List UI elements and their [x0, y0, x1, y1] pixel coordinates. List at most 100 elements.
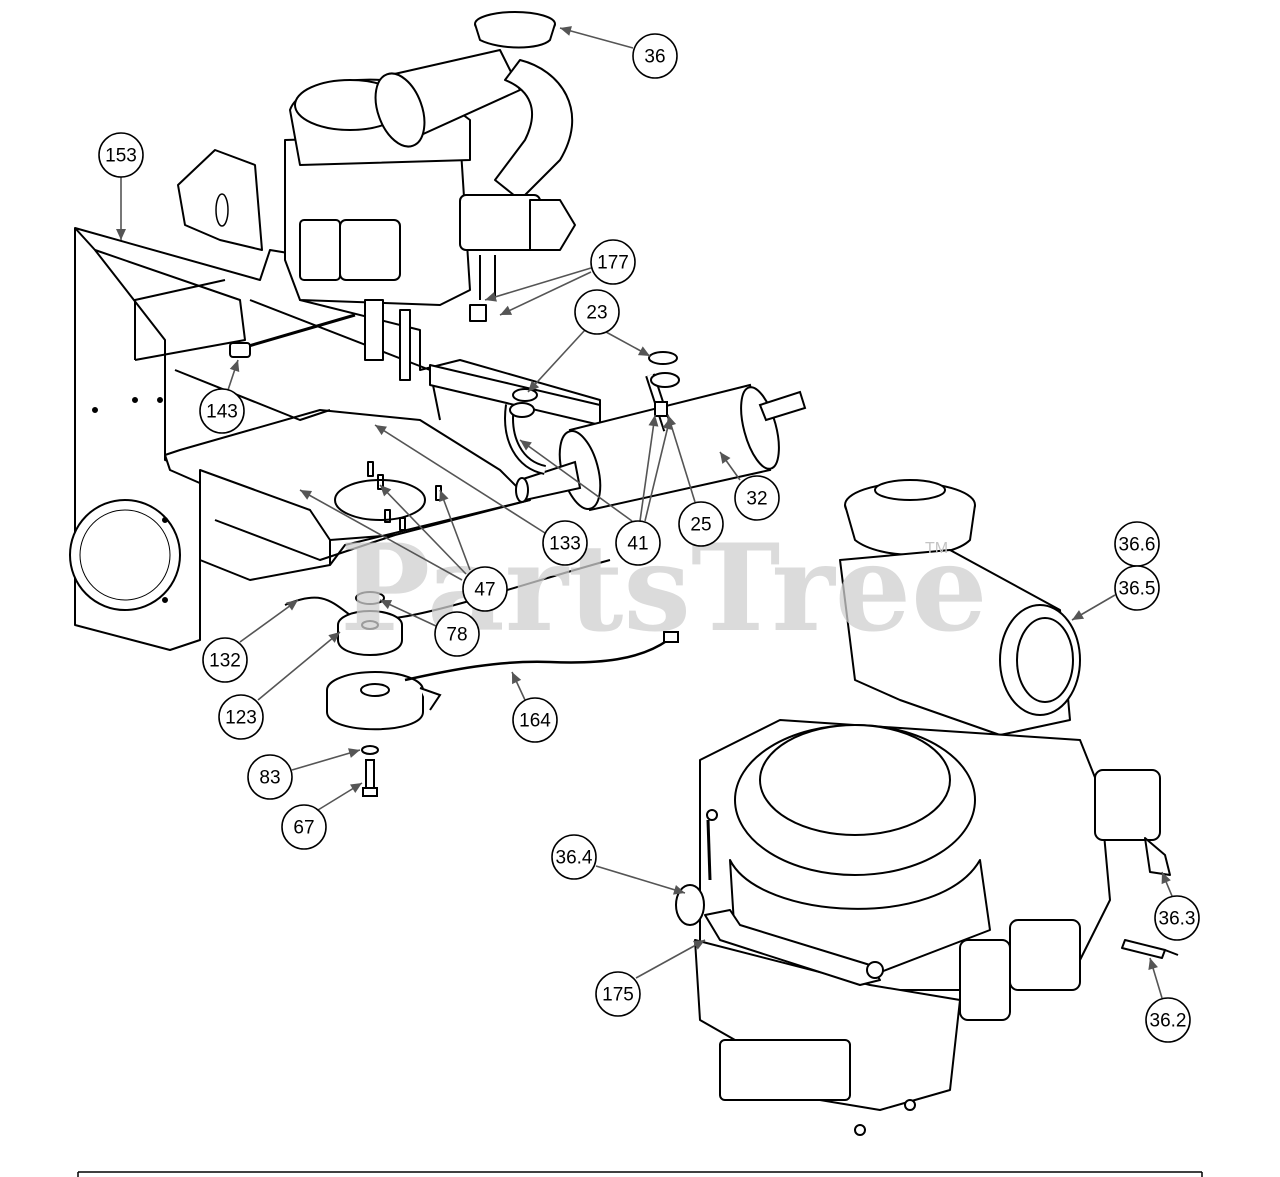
- leader-arrowhead: [328, 632, 340, 643]
- callout-41: 41: [615, 520, 661, 566]
- upper-engine: [284, 11, 576, 381]
- callout-label: 36.6: [1119, 535, 1156, 556]
- leader-line: [639, 414, 656, 522]
- callout-label: 32: [746, 489, 767, 510]
- leader-arrowhead: [500, 305, 513, 315]
- leader-arrowhead: [1148, 958, 1158, 970]
- leader-arrowhead: [229, 360, 240, 373]
- leader-arrowhead: [637, 346, 650, 356]
- callout-132: 132: [202, 637, 248, 683]
- callout-label: 36: [644, 47, 665, 68]
- leader-line: [257, 631, 341, 701]
- leader-arrowhead: [116, 229, 126, 240]
- callout-36-5: 36.5: [1114, 565, 1160, 611]
- callout-label: 36.4: [556, 848, 593, 869]
- leader-line: [374, 424, 546, 534]
- leader-arrowhead: [380, 485, 392, 497]
- leader-arrowhead: [485, 292, 497, 302]
- callout-circle: [281, 804, 327, 850]
- callout-label: 175: [602, 985, 634, 1006]
- watermark-trademark: TM: [925, 540, 948, 557]
- muffler: [504, 351, 807, 512]
- leader-arrowhead: [673, 885, 685, 895]
- leader-arrowhead: [380, 600, 393, 610]
- leader-line: [667, 414, 696, 503]
- callout-78: 78: [434, 611, 480, 657]
- callout-32: 32: [734, 475, 780, 521]
- leader-arrowhead: [512, 672, 522, 685]
- leader-arrowhead: [375, 425, 387, 436]
- callout-circle: [1145, 997, 1191, 1043]
- callout-circle: [512, 697, 558, 743]
- leader-line: [635, 939, 706, 979]
- callout-36-3: 36.3: [1154, 895, 1200, 941]
- bottom-rule: [77, 1171, 1203, 1177]
- leader-line: [519, 439, 633, 522]
- callout-label: 36.3: [1159, 909, 1196, 930]
- callout-36: 36: [632, 33, 678, 79]
- leader-arrowhead: [348, 748, 360, 758]
- clutch-assembly: [326, 591, 679, 797]
- callout-67: 67: [281, 804, 327, 850]
- leader-line: [499, 271, 592, 316]
- leader-arrowhead: [648, 415, 659, 427]
- leader-arrowhead: [350, 783, 362, 794]
- callout-label: 133: [549, 534, 581, 555]
- leader-arrowhead: [300, 490, 313, 500]
- callout-label: 153: [105, 146, 137, 167]
- callout-123: 123: [218, 694, 264, 740]
- callout-36-2: 36.2: [1145, 997, 1191, 1043]
- callout-label: 123: [225, 708, 257, 729]
- callout-label: 36.5: [1119, 579, 1156, 600]
- leader-line: [595, 865, 686, 894]
- frame-assembly: [69, 149, 611, 651]
- leader-line: [239, 599, 299, 643]
- leader-line: [291, 749, 361, 771]
- callout-circle: [434, 611, 480, 657]
- leader-arrowhead: [528, 380, 540, 392]
- leader-line: [379, 484, 467, 575]
- callout-36-4: 36.4: [551, 834, 597, 880]
- callout-circle: [632, 33, 678, 79]
- leader-line: [559, 27, 634, 49]
- callout-133: 133: [542, 520, 588, 566]
- callout-circle: [1114, 565, 1160, 611]
- leader-arrowhead: [662, 418, 673, 430]
- leader-arrowhead: [560, 26, 572, 36]
- callout-label: 164: [519, 711, 551, 732]
- callout-153: 153: [98, 132, 144, 178]
- leader-line: [439, 489, 471, 571]
- callout-circle: [98, 132, 144, 178]
- callout-label: 47: [474, 580, 495, 601]
- callout-label: 143: [206, 402, 238, 423]
- callout-circle: [615, 520, 661, 566]
- callout-circle: [590, 239, 636, 285]
- callout-circle: [574, 289, 620, 335]
- callout-83: 83: [247, 754, 293, 800]
- callout-circle: [202, 637, 248, 683]
- leader-lines: [116, 26, 1173, 999]
- callout-label: 23: [586, 303, 607, 324]
- callout-label: 83: [259, 768, 280, 789]
- callout-164: 164: [512, 697, 558, 743]
- callout-177: 177: [590, 239, 636, 285]
- leader-arrowhead: [520, 440, 532, 451]
- leader-arrowhead: [692, 940, 705, 950]
- callout-circle: [199, 388, 245, 434]
- leader-arrowhead: [1072, 610, 1085, 620]
- callout-circle: [551, 834, 597, 880]
- leader-line: [484, 267, 592, 301]
- callout-circle: [462, 566, 508, 612]
- leader-line: [527, 329, 586, 393]
- callout-label: 78: [446, 625, 467, 646]
- callout-label: 36.2: [1150, 1011, 1187, 1032]
- leader-arrowhead: [720, 452, 731, 464]
- callout-143: 143: [199, 388, 245, 434]
- callout-circle: [247, 754, 293, 800]
- callout-36-6: 36.6: [1114, 521, 1160, 567]
- leader-arrowhead: [439, 490, 449, 503]
- callout-175: 175: [595, 971, 641, 1017]
- callout-label: 25: [690, 515, 711, 536]
